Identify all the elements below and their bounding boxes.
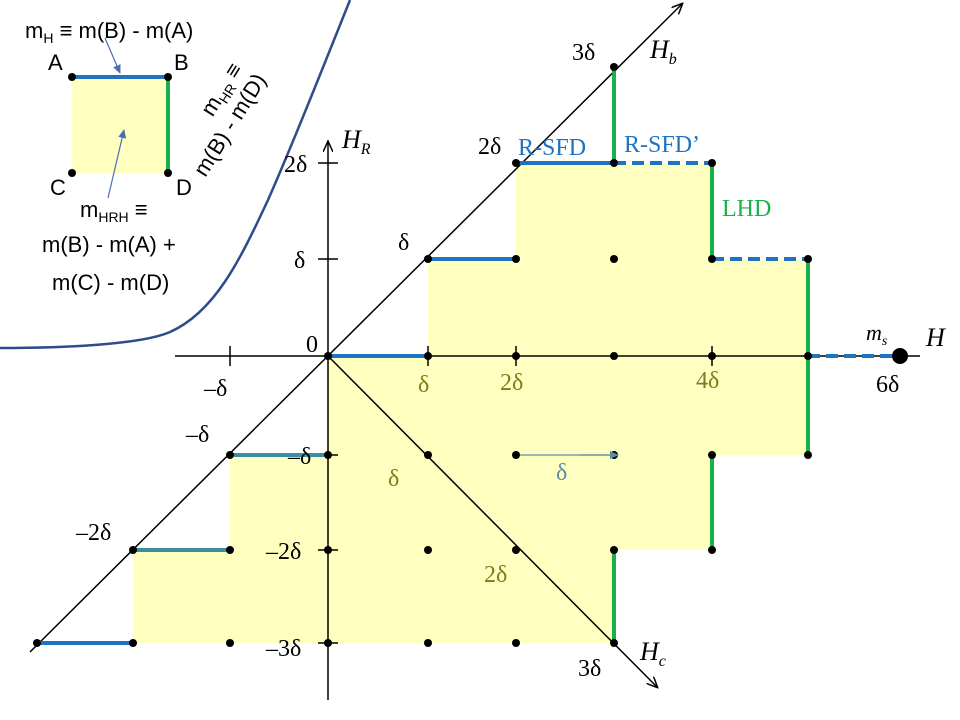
hb-axis xyxy=(29,4,682,653)
axes xyxy=(29,4,920,700)
rsfd-prime-label: R-SFD’ xyxy=(624,132,700,158)
y-2delta-label: 2δ xyxy=(284,152,307,178)
y-neg-3delta-label: –3δ xyxy=(265,636,301,662)
c-delta-label: δ xyxy=(388,466,399,492)
grid-dots xyxy=(33,63,908,647)
corner-b-label: B xyxy=(174,50,189,75)
b-neg-2delta-label: –2δ xyxy=(75,520,111,546)
corner-a-label: A xyxy=(48,50,63,75)
shaded-region xyxy=(133,163,808,643)
corner-c-label: C xyxy=(50,175,66,200)
spacing-delta-label: δ xyxy=(556,460,567,486)
formula-mhrh-line2: m(B) - m(A) + xyxy=(42,232,176,257)
origin-label: 0 xyxy=(306,332,318,358)
h-axis-label: H xyxy=(925,323,946,352)
b-3delta-label: 3δ xyxy=(572,40,595,66)
formula-mh: mH ≡ m(B) - m(A) xyxy=(25,18,193,46)
region-labels: R-SFD R-SFD’ LHD xyxy=(518,132,771,222)
formula-mhrh-line1: mHRH ≡ xyxy=(80,197,148,225)
c-3delta-label: 3δ xyxy=(578,656,601,682)
y-neg-2delta-label: –2δ xyxy=(265,539,301,565)
ms-label: ms xyxy=(866,320,888,349)
hr-axis-label: HR xyxy=(341,125,371,158)
y-neg-delta-label: –δ xyxy=(287,444,311,470)
corner-d-label: D xyxy=(176,175,192,200)
c-2delta-label: 2δ xyxy=(484,562,507,588)
b-2delta-label: 2δ xyxy=(478,134,501,160)
ms-point xyxy=(892,348,908,364)
olive-tick-labels: δ 2δ 4δ δ 2δ xyxy=(388,368,719,588)
tick-labels: 0 –δ 6δ 2δ δ –δ –2δ –3δ 3δ 2δ δ –δ –2δ 3… xyxy=(75,40,899,682)
x-4delta-label: 4δ xyxy=(696,368,719,394)
axis-labels: H HR Hb Hc ms xyxy=(341,35,946,670)
inset-square xyxy=(72,77,168,173)
hb-axis-label: Hb xyxy=(649,35,677,68)
blue-segments xyxy=(37,161,614,645)
x-6delta-label: 6δ xyxy=(876,372,899,398)
formula-mhrh-line3: m(C) - m(D) xyxy=(52,270,169,295)
y-delta-label: δ xyxy=(294,248,305,274)
hc-axis-label: Hc xyxy=(639,637,666,670)
rsfd-label: R-SFD xyxy=(518,135,586,161)
inset-boundary-curve xyxy=(0,0,352,350)
mh-arrow xyxy=(104,37,121,74)
b-neg-delta-label: –δ xyxy=(185,422,209,448)
x-delta-label: δ xyxy=(418,372,429,398)
x-neg-delta-label: –δ xyxy=(203,376,227,402)
inset-panel xyxy=(0,0,352,350)
hc-axis xyxy=(327,355,657,687)
x-2delta-label: 2δ xyxy=(500,370,523,396)
mhrh-arrow xyxy=(107,129,127,199)
blue-dashed-segments xyxy=(614,161,900,358)
lhd-label: LHD xyxy=(722,196,771,222)
b-delta-label: δ xyxy=(398,230,409,256)
